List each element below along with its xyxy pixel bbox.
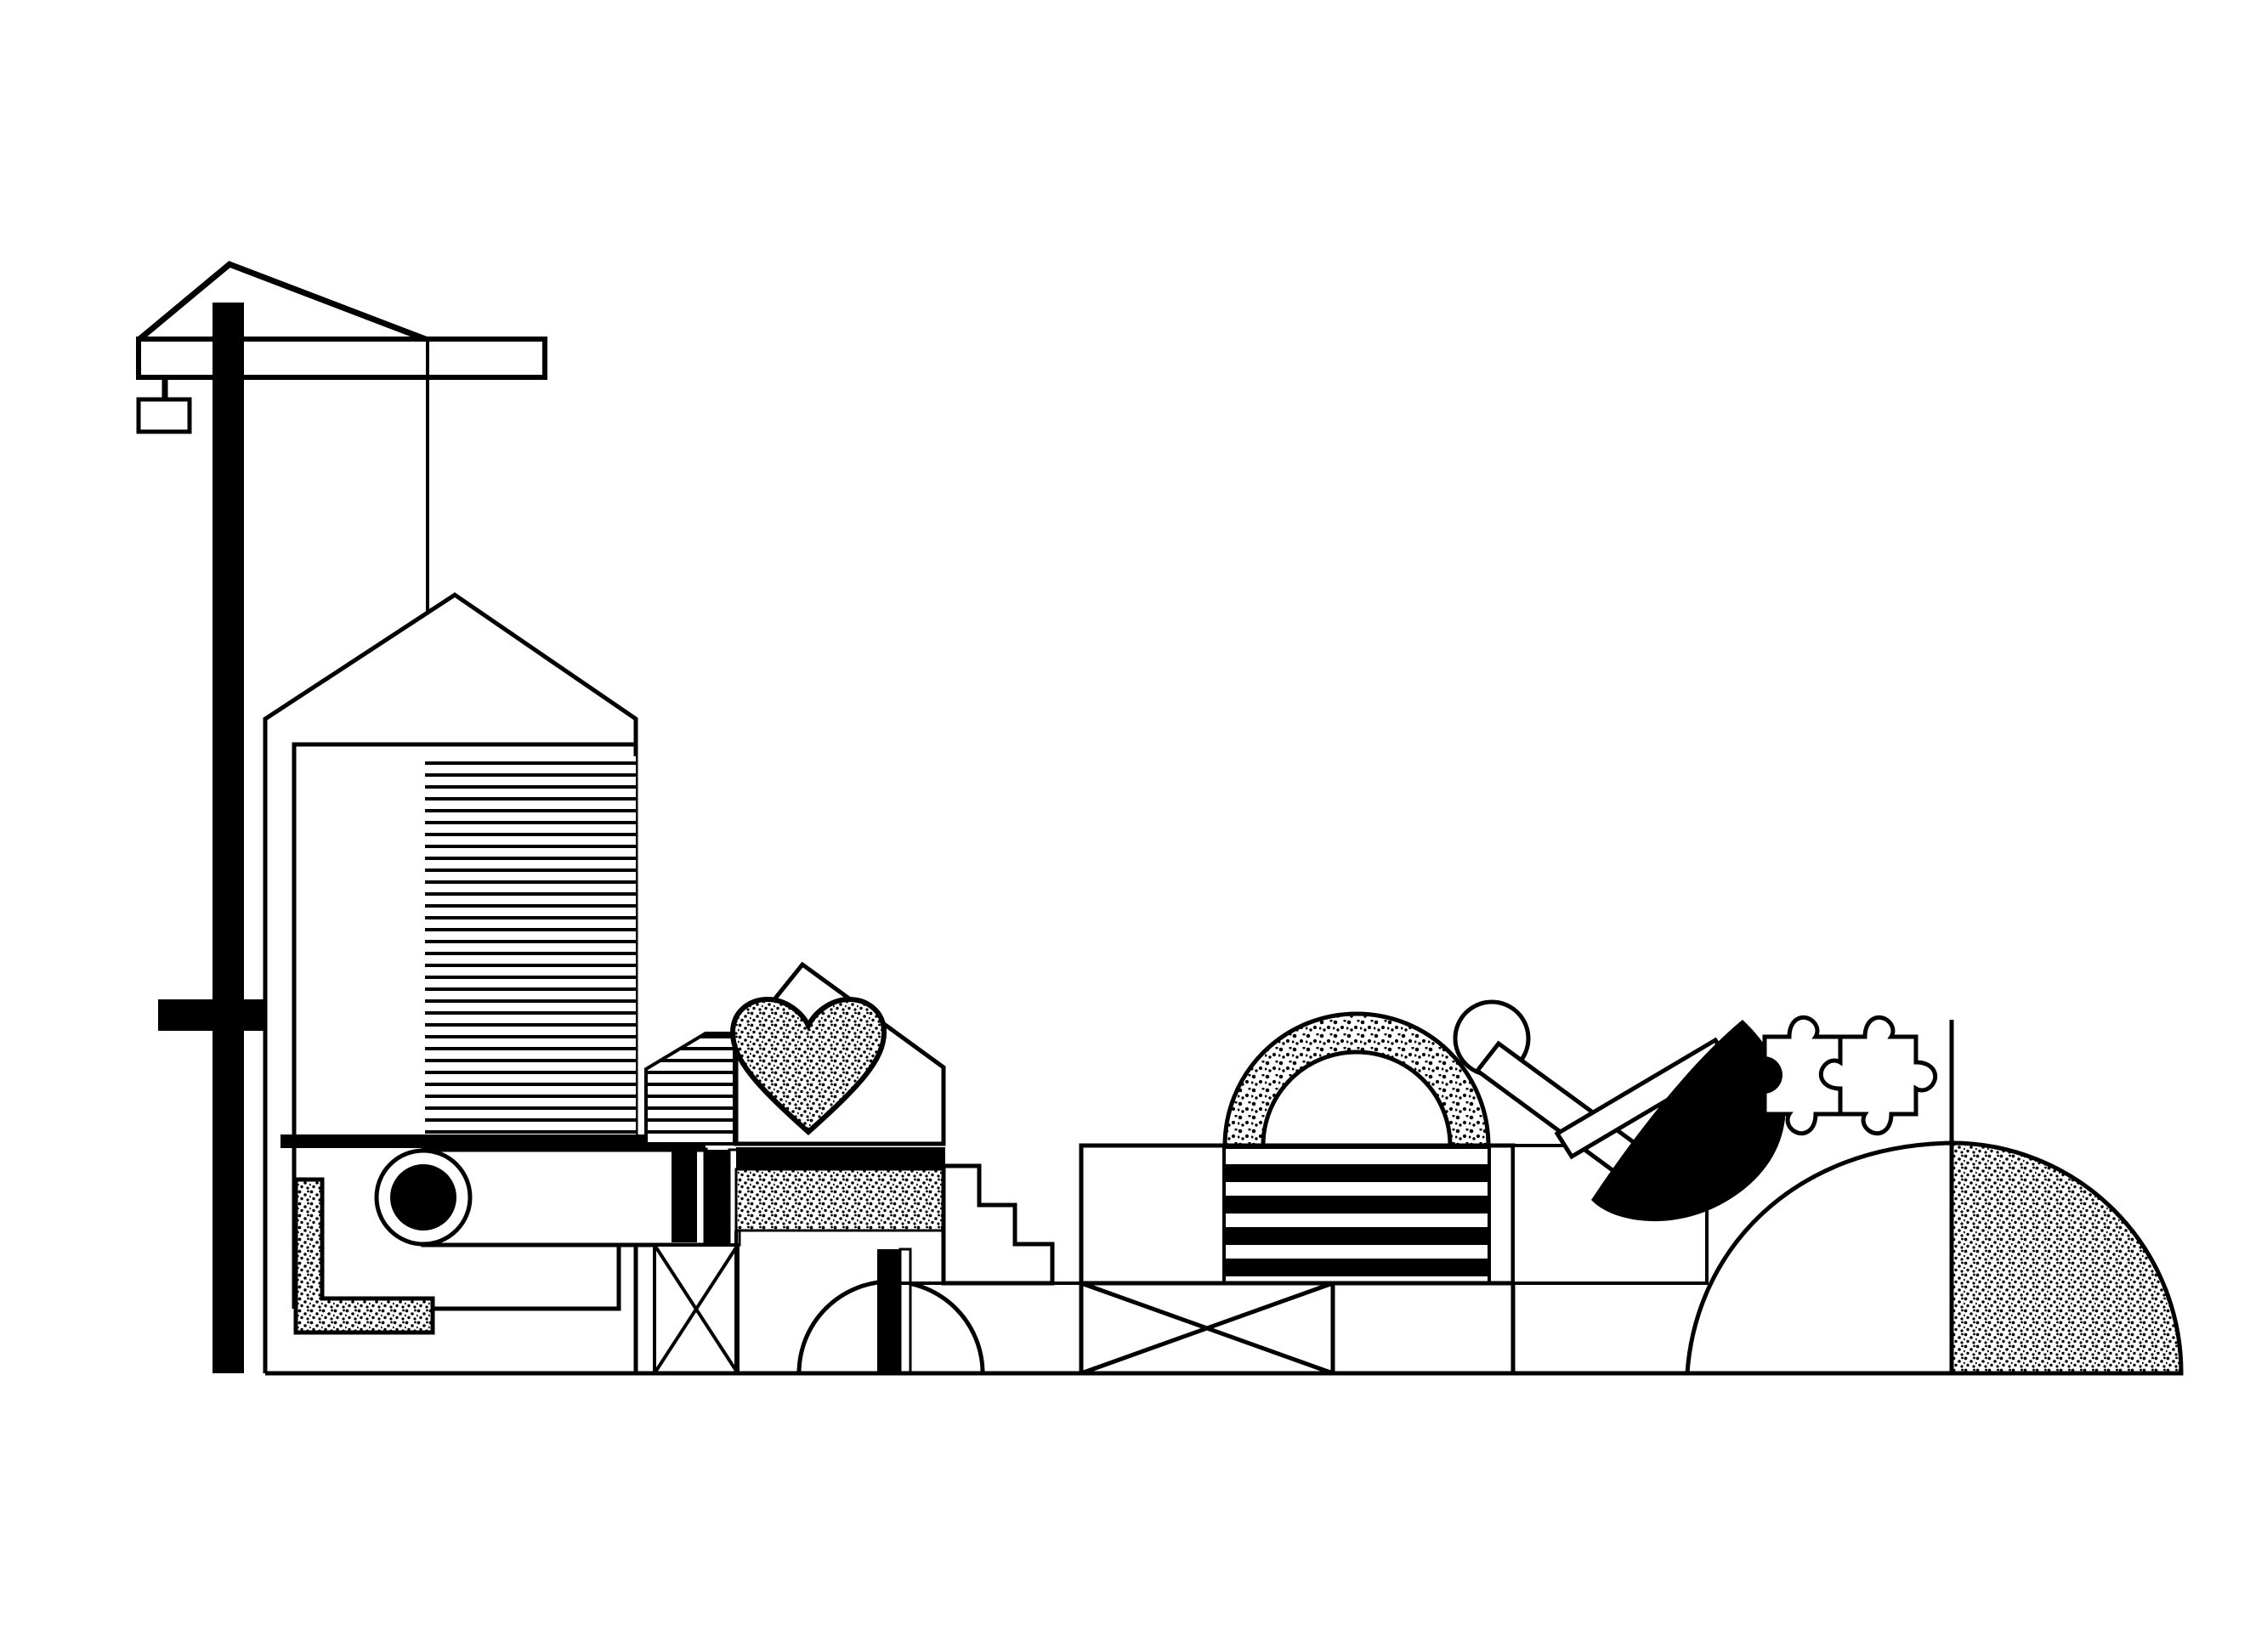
black-leaf-shape <box>1591 1020 1786 1222</box>
horizontal-cylinder <box>374 1147 741 1247</box>
dotted-l-bracket <box>293 1177 435 1335</box>
crane-hook-block <box>136 397 192 434</box>
crane-top-chord <box>136 260 429 343</box>
cylinder-cap-disc <box>390 1164 456 1231</box>
tower-house-inner-wall <box>292 742 636 1309</box>
right-block-group <box>1079 1011 1709 1376</box>
heart-gable-house <box>729 961 947 1232</box>
half-disc-white-bar <box>898 1247 912 1375</box>
crane-jib <box>136 337 547 380</box>
dotted-quarter-disc <box>1949 1140 2184 1376</box>
thin-stripe-panel-outline <box>644 1032 736 1146</box>
small-box-brace-b <box>653 1243 740 1375</box>
tower-house-stripe-panel <box>425 756 636 1156</box>
heart-icon <box>729 996 887 1136</box>
x-braced-box-small <box>653 1243 740 1375</box>
heart-house-left-black-bar <box>672 1147 697 1242</box>
large-box-brace-b <box>1080 1281 1334 1376</box>
arch-band <box>1222 1011 1491 1148</box>
heart-house-dotted-band <box>734 1168 947 1232</box>
l-bracket-shape <box>293 1177 435 1335</box>
quarter-disc-shape <box>1949 1140 2184 1376</box>
striped-block-under-arch <box>1222 1146 1491 1285</box>
thin-black-rail <box>281 1134 706 1148</box>
x-braced-box-large <box>1079 1281 1516 1376</box>
tower-crane <box>136 260 547 1373</box>
right-curved-slope <box>1685 1140 1952 1374</box>
cylinder-end-black-bar <box>704 1150 729 1245</box>
dotted-arch <box>1222 1011 1491 1148</box>
crane-mast <box>213 303 244 1373</box>
puzzle-pieces-group <box>1743 1016 1937 1135</box>
puzzle-piece-right <box>1819 1016 1937 1135</box>
puzzle-knob-black <box>1745 1056 1782 1094</box>
half-disc-black-bar <box>877 1249 900 1373</box>
heart-house-black-band <box>736 1147 945 1169</box>
